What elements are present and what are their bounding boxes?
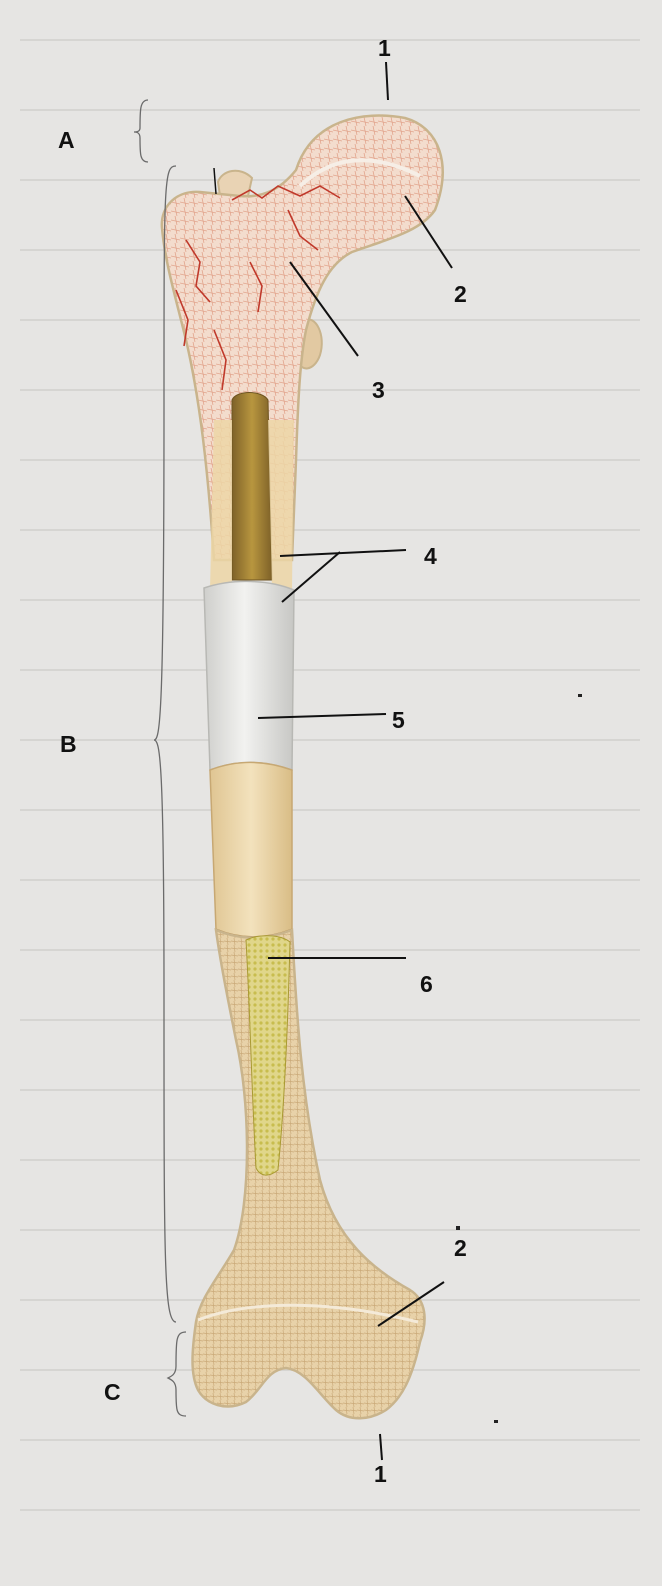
- label-part-1-top: 1: [378, 35, 391, 61]
- mark-dot-1: [578, 694, 582, 697]
- label-part-4: 4: [424, 543, 437, 569]
- label-region-a: A: [58, 127, 75, 153]
- label-part-6: 6: [420, 971, 433, 997]
- medullary-cavity: [232, 393, 272, 581]
- mark-dot-2: [494, 1420, 498, 1423]
- label-part-3: 3: [372, 377, 385, 403]
- periosteum: [204, 581, 294, 770]
- label-region-c: C: [104, 1379, 121, 1405]
- label-region-b: B: [60, 731, 77, 757]
- label-part-2-bottom: 2: [454, 1235, 467, 1261]
- compact-bone-shaft: [210, 763, 292, 938]
- label-part-1-bottom: 1: [374, 1461, 387, 1487]
- mark-dot-3: [456, 1226, 460, 1230]
- label-part-2-top: 2: [454, 281, 467, 307]
- label-part-5: 5: [392, 707, 405, 733]
